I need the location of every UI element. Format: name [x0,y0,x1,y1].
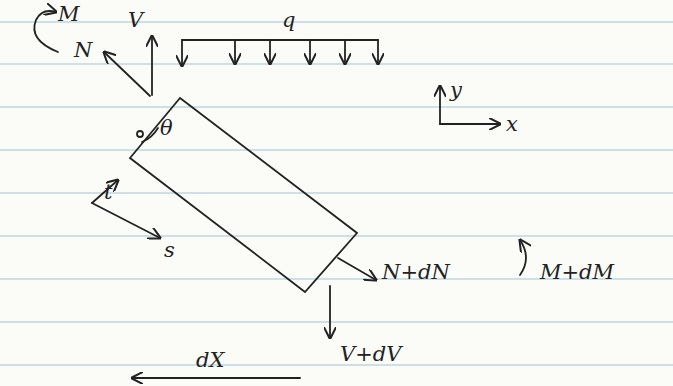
dimension-line [132,377,300,379]
notebook-lines [0,22,673,365]
shear-force-arrow [151,36,153,95]
angle-arc [142,128,158,142]
beam-element [130,98,357,292]
axis-label: s [164,240,175,261]
force-label: V+dV [340,344,401,365]
moment-arrow [34,11,58,52]
distributed-load [182,40,378,66]
axis-label: t [104,182,112,203]
normal-force-arrow [104,52,150,96]
shear-force-label: V [128,10,143,31]
moment-label: M+dM [540,262,614,283]
axis-label: x [506,114,518,135]
ts-axes [92,180,160,238]
normal-force-label: N [74,40,92,61]
axis-label: y [450,80,462,101]
dimension-label: dX [196,350,224,371]
force-label: N+dN [382,262,450,283]
angle-label: θ [160,118,173,139]
moment-label: M [58,4,80,25]
xy-axes [440,86,500,124]
load-label: q [282,10,295,31]
normal-force-arrow [338,258,376,280]
moment-arrow [520,240,526,275]
shear-force-arrow [329,286,331,338]
origin-point [137,131,143,137]
